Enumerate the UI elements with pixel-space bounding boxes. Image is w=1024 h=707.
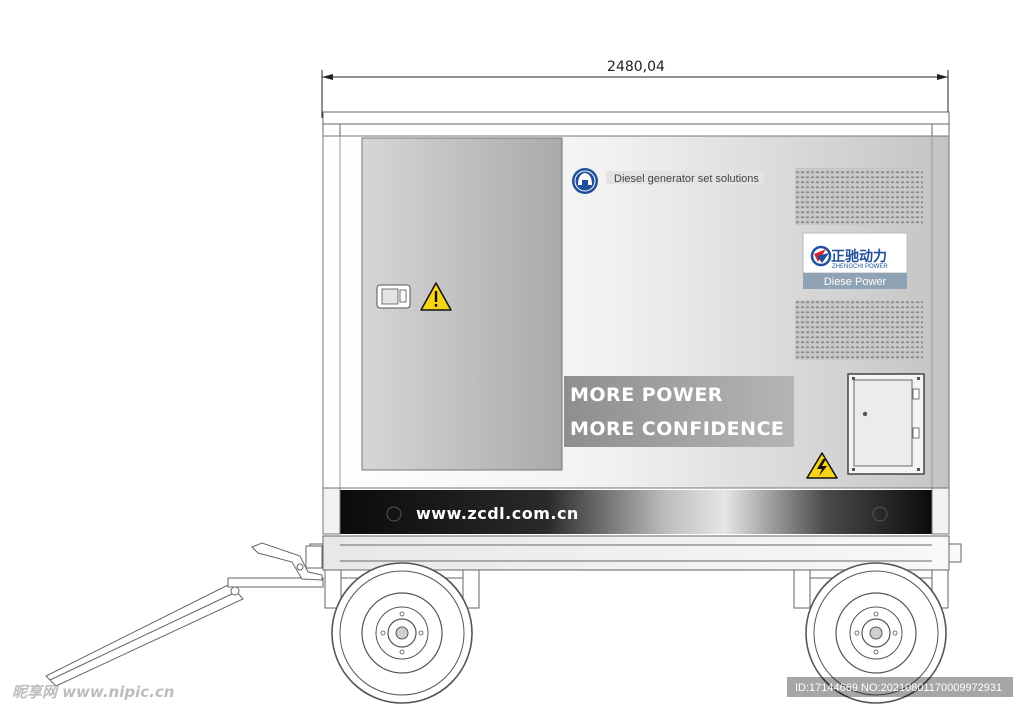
slogan-line-1: MORE POWER xyxy=(570,384,723,406)
image-id-bar xyxy=(787,677,1013,697)
slogan-line-2: MORE CONFIDENCE xyxy=(570,418,784,440)
width-dimension-label: 2480,04 xyxy=(607,59,665,75)
upper-louver-vent xyxy=(795,168,923,225)
brand-name-cn: 正驰动力 xyxy=(831,248,887,265)
tagline: Diesel generator set solutions xyxy=(614,173,759,185)
brand-logo-icon xyxy=(810,245,832,267)
enclosure-roof xyxy=(322,111,950,137)
trailer-chassis xyxy=(309,535,962,571)
base-band xyxy=(340,490,932,534)
tow-bar xyxy=(45,542,324,687)
door-latch xyxy=(376,284,411,309)
shield-logo-icon xyxy=(572,168,598,194)
lower-louver-vent xyxy=(795,300,923,360)
image-id-watermark: ID:17144669 NO:20210801170009972931 xyxy=(795,682,1002,694)
left-wheel xyxy=(331,562,473,704)
brand-subtitle: Diese Power xyxy=(824,276,887,288)
dimension-line xyxy=(321,70,949,118)
control-cabinet xyxy=(847,373,925,475)
website-url: www.zcdl.com.cn xyxy=(416,504,579,523)
brand-name-en: ZHENGCHI POWER xyxy=(832,264,888,270)
warning-icon xyxy=(420,282,452,311)
base-band-bolts xyxy=(386,506,888,522)
electric-hazard-icon xyxy=(806,452,838,479)
site-watermark: 昵享网 www.nipic.cn xyxy=(12,683,174,701)
right-wheel xyxy=(805,562,947,704)
slogan-panel xyxy=(564,376,794,447)
